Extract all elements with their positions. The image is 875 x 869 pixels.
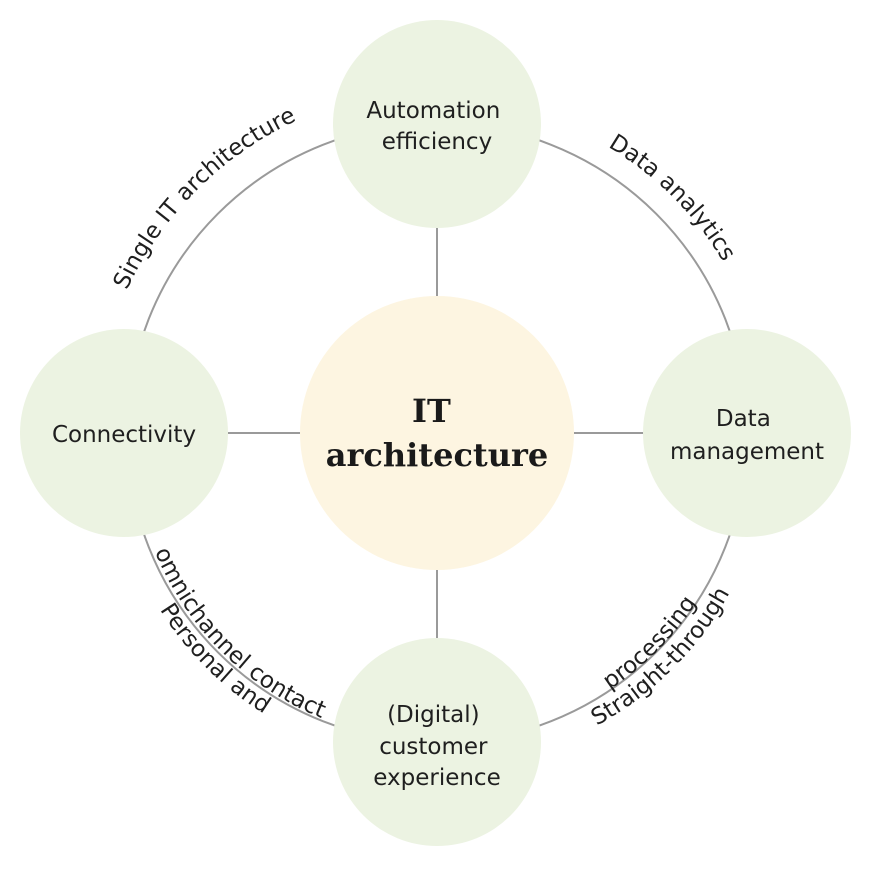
svg-text:Automation efficiency: Automation efficiency — [366, 98, 507, 155]
node-bottom-line-1: (Digital) — [387, 702, 480, 728]
svg-text:IT architecture: IT architecture — [326, 392, 548, 474]
node-left-line-1: Connectivity — [52, 422, 196, 448]
node-top-line-1: Automation — [366, 98, 500, 124]
node-connectivity: Connectivity — [20, 329, 228, 537]
node-bottom-line-3: experience — [373, 765, 500, 791]
center-node: IT architecture — [300, 296, 574, 570]
arc-label-data-analytics: Data analytics — [605, 130, 741, 266]
center-title-line-2: architecture — [326, 436, 548, 474]
node-top-line-2: efficiency — [382, 129, 492, 155]
node-automation-efficiency: Automation efficiency — [333, 20, 541, 228]
node-bottom-line-2: customer — [379, 734, 488, 760]
node-data-management: Data management — [643, 329, 851, 537]
svg-text:(Digital) customer: (Digital) customer experience — [373, 702, 500, 791]
node-right-line-1: Data — [716, 406, 771, 432]
svg-text:Data management: Data management — [670, 406, 824, 465]
svg-text:Connectivity: Connectivity — [52, 422, 196, 448]
center-title-line-1: IT — [412, 392, 451, 430]
node-digital-customer-experience: (Digital) customer experience — [333, 638, 541, 846]
arc-label-single-it-architecture: Single IT architecture — [109, 102, 300, 293]
arc-label-straight-through-line-1: Straight-through — [587, 583, 735, 731]
node-right-line-2: management — [670, 439, 824, 465]
